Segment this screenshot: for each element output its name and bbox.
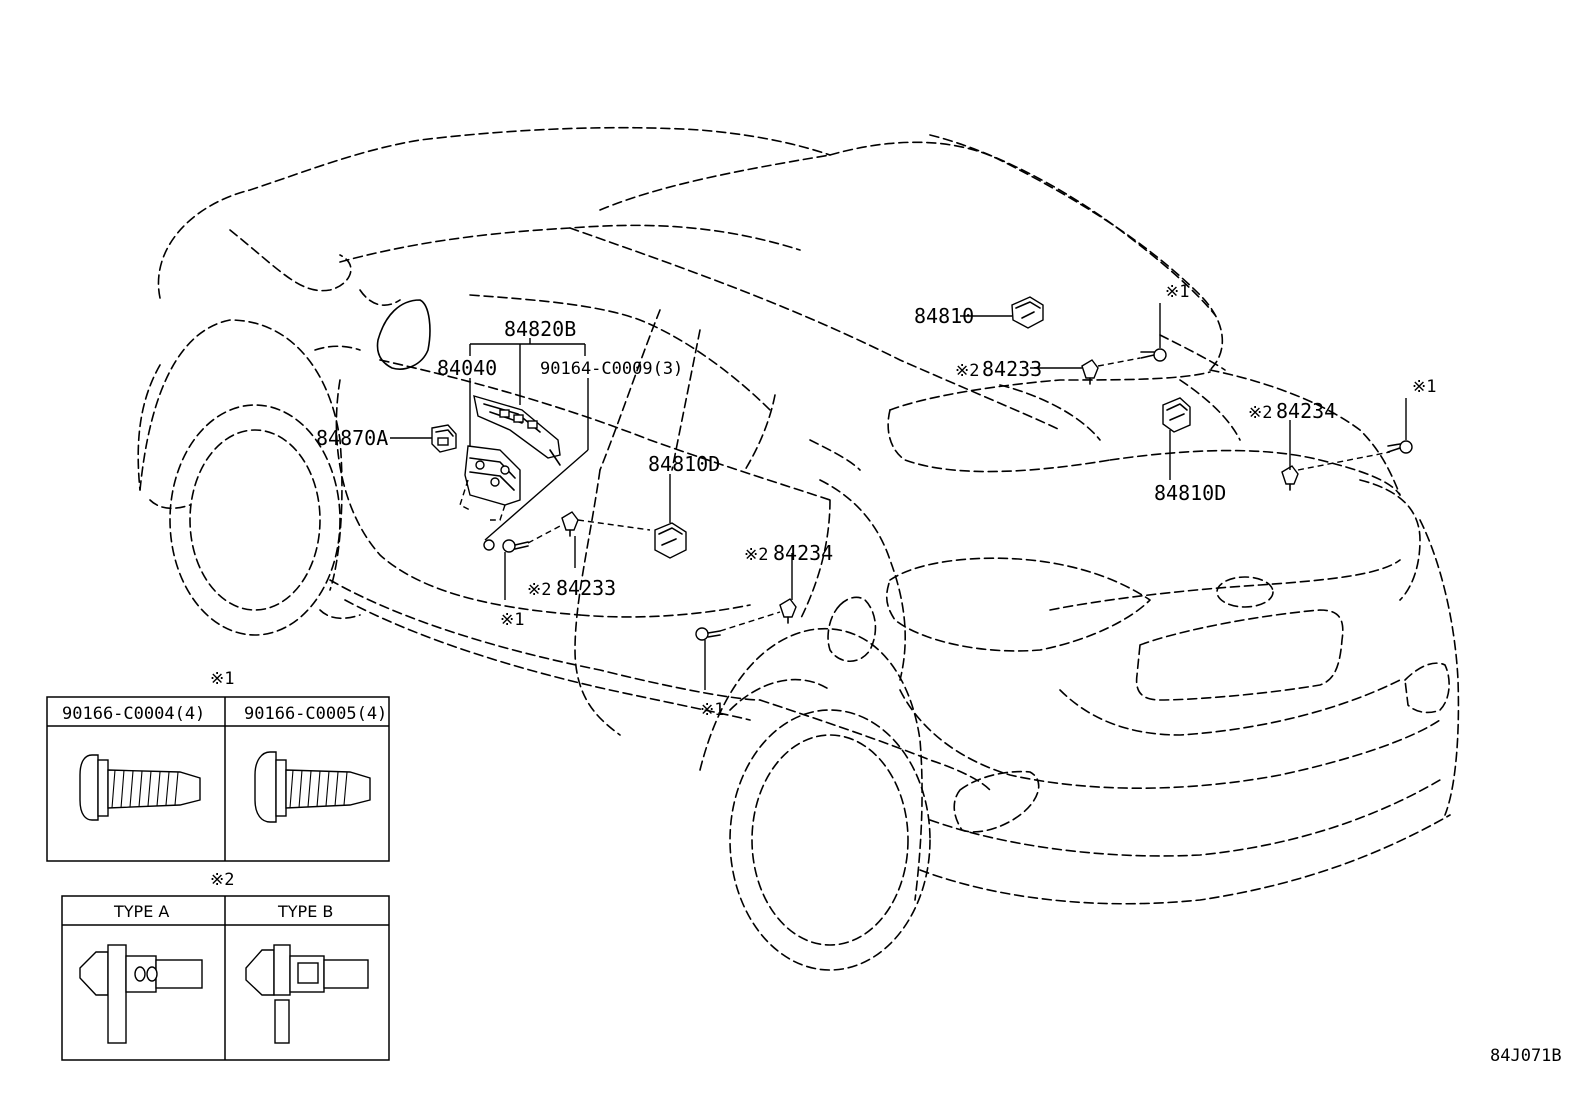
note-mark-screw-right: ※1: [1412, 377, 1436, 397]
screw-90166-C0005-illustration: [254, 751, 371, 823]
legend-clips: ※2 TYPE A TYPE B: [61, 870, 390, 1061]
label-84810: 84810: [914, 304, 974, 328]
legend-screws-col2-header: 90166-C0005(4): [244, 704, 387, 724]
part-84810D-switch-door: [654, 522, 687, 559]
label-84234-mid: 84234: [773, 541, 833, 565]
note-mark-screw-top: ※1: [1165, 282, 1189, 302]
label-84810D-door: 84810D: [648, 452, 720, 476]
screw-top-right: [1140, 348, 1167, 362]
note-mark-84233-top: ※2: [955, 361, 979, 381]
diagram-reference-id: 84J071B: [1490, 1046, 1562, 1066]
clip-type-a-illustration: [79, 944, 203, 1044]
label-84233-top: 84233: [982, 357, 1042, 381]
label-84233-door: 84233: [556, 576, 616, 600]
vehicle-outline: [137, 126, 1460, 971]
part-84810-switch: [1011, 296, 1044, 329]
note-mark-screw-door: ※1: [500, 610, 524, 630]
legend-clips-col2-header: TYPE B: [277, 902, 333, 921]
screw-door-lower: [483, 539, 529, 553]
parts: [431, 296, 1413, 641]
legend-screws-mark: ※1: [210, 669, 234, 689]
part-84040-switch: [459, 445, 521, 521]
clip-84233-top: [1081, 359, 1099, 385]
part-84870A-switch: [431, 424, 457, 453]
legend-screws-col1-header: 90166-C0004(4): [62, 704, 205, 724]
label-84870A: 84870A: [316, 426, 388, 450]
screw-90166-C0004-illustration: [79, 754, 201, 821]
part-84820B-bezel: [473, 395, 561, 466]
note-mark-84233-door: ※2: [527, 580, 551, 600]
leader-lines: [390, 303, 1407, 690]
label-84820B: 84820B: [504, 317, 576, 341]
legend-screws: ※1 90166-C0004(4) 90166-C0005(4): [46, 669, 390, 862]
label-84040: 84040: [437, 356, 497, 380]
note-mark-84234-right: ※2: [1248, 403, 1272, 423]
note-mark-screw-quarter: ※1: [700, 700, 724, 720]
note-mark-84234-mid: ※2: [744, 545, 768, 565]
label-84234-right: 84234: [1276, 399, 1336, 423]
clip-84234-mid: [779, 598, 797, 624]
clip-84233-door: [561, 511, 579, 537]
label-84810D-right: 84810D: [1154, 481, 1226, 505]
label-90164: 90164-C0009(3): [540, 359, 683, 379]
legend-clips-col1-header: TYPE A: [113, 902, 169, 921]
legend-clips-mark: ※2: [210, 870, 234, 890]
part-84810D-switch-rear: [1162, 397, 1191, 433]
screw-quarter: [695, 627, 721, 641]
clip-type-b-illustration: [245, 944, 369, 1044]
screw-far-right: [1387, 440, 1413, 454]
callout-labels: 84810 ※2 84233 ※1 ※1 ※2 84234 84810D 848…: [316, 282, 1436, 720]
